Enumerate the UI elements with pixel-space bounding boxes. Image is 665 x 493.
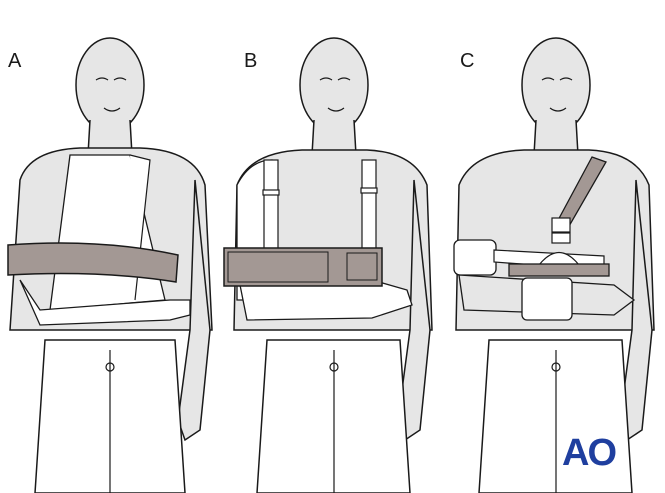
- panel-c: C: [444, 0, 665, 493]
- panel-a: A: [0, 0, 220, 493]
- figure-b-illustration: [223, 37, 433, 493]
- ao-logo: AO: [562, 432, 617, 475]
- panel-label-c: C: [460, 50, 475, 72]
- figure-a-illustration: [7, 37, 213, 493]
- panel-label-a: A: [8, 50, 22, 72]
- ao-logo-text: AO: [562, 432, 617, 474]
- panel-b: B: [222, 0, 444, 493]
- figure-c-illustration: [453, 37, 655, 493]
- panel-label-b: B: [244, 50, 258, 72]
